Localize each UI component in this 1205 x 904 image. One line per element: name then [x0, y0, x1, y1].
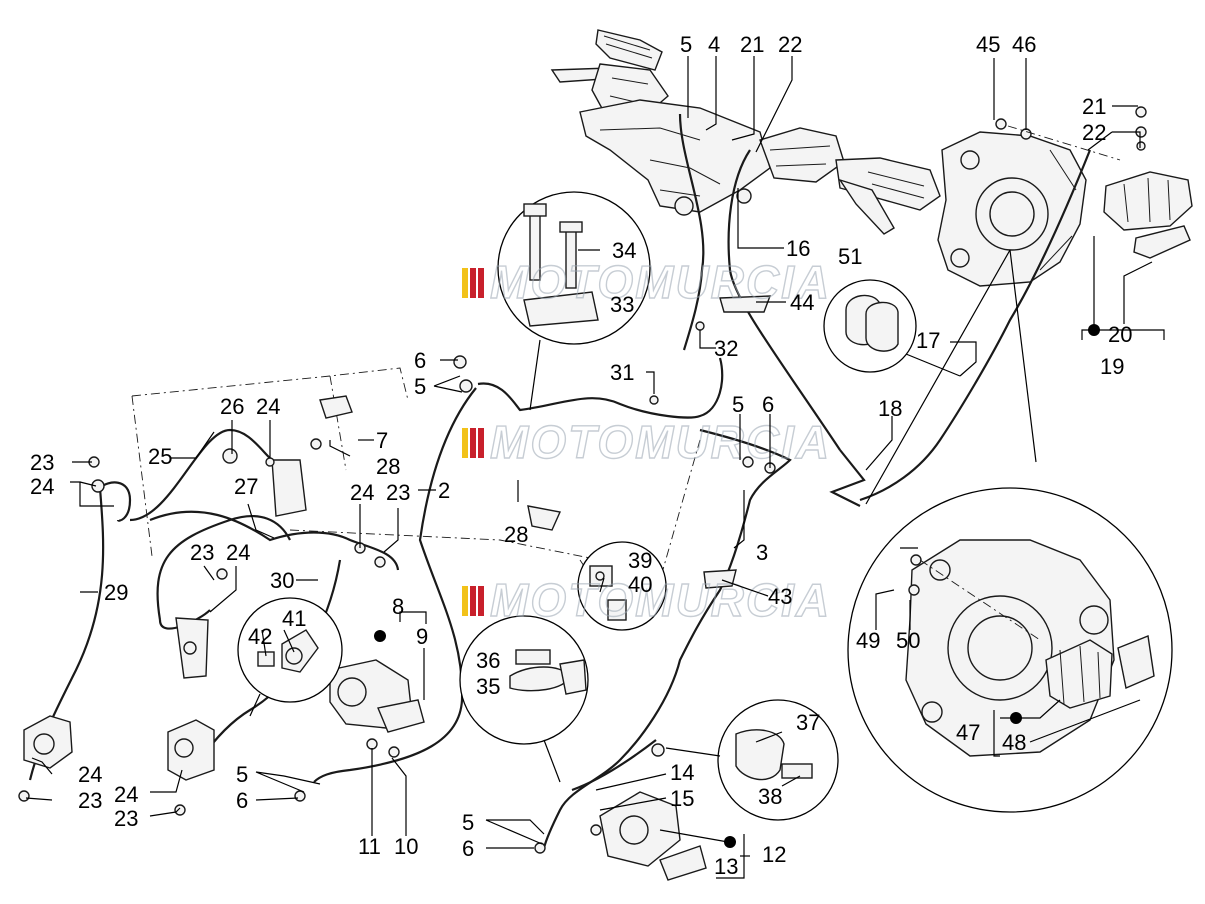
- part-label-8: 8: [392, 594, 404, 619]
- part-label-25: 25: [148, 444, 172, 469]
- part-label-22: 22: [778, 32, 802, 57]
- part-label-43: 43: [768, 584, 792, 609]
- part-label-3: 3: [756, 540, 768, 565]
- part-label-5: 5: [680, 32, 692, 57]
- assembly-dot-48: [1010, 712, 1022, 724]
- part-label-12: 12: [762, 842, 786, 867]
- detail-circle-sensor: [237, 597, 343, 717]
- part-label-9: 9: [416, 624, 428, 649]
- part-label-37: 37: [796, 710, 820, 735]
- watermark-text: MOTOMURCIA: [490, 256, 831, 308]
- watermark-bottom: MOTOMURCIA: [462, 573, 831, 627]
- part-label-16: 16: [786, 236, 810, 261]
- part-label-42: 42: [248, 624, 272, 649]
- part-label-14: 14: [670, 760, 694, 785]
- part-label-5-top: 5: [414, 374, 426, 399]
- part-label-24-bottom: 24: [78, 762, 102, 787]
- part-label-6-mid: 6: [762, 392, 774, 417]
- part-label-22b: 22: [1082, 120, 1106, 145]
- part-label-17: 17: [916, 328, 940, 353]
- part-labels: 5 4 21 22 45 46 21 22 20 19 16 17 51 44 …: [30, 32, 1132, 879]
- components: [18, 295, 776, 881]
- watermark-text: MOTOMURCIA: [490, 574, 831, 626]
- part-label-34: 34: [612, 238, 636, 263]
- part-label-5-mid: 5: [732, 392, 744, 417]
- part-label-23-center: 23: [386, 480, 410, 505]
- part-label-50: 50: [896, 628, 920, 653]
- part-label-7: 7: [376, 428, 388, 453]
- part-label-38: 38: [758, 784, 782, 809]
- part-label-36: 36: [476, 648, 500, 673]
- part-label-10: 10: [394, 834, 418, 859]
- part-label-51: 51: [838, 244, 862, 269]
- part-label-35: 35: [476, 674, 500, 699]
- part-label-6-bottom: 6: [462, 836, 474, 861]
- part-label-15: 15: [670, 786, 694, 811]
- part-label-32: 32: [714, 336, 738, 361]
- part-label-18: 18: [878, 396, 902, 421]
- detail-circle-caliper-mount: [847, 249, 1173, 813]
- part-label-48: 48: [1002, 730, 1026, 755]
- part-label-49: 49: [856, 628, 880, 653]
- part-label-24-left: 24: [30, 474, 54, 499]
- part-label-19: 19: [1100, 354, 1124, 379]
- assembly-dot-8: [374, 630, 386, 642]
- part-label-33: 33: [610, 292, 634, 317]
- part-label-28-top: 28: [376, 454, 400, 479]
- part-label-24-top: 24: [256, 394, 280, 419]
- part-label-13: 13: [714, 854, 738, 879]
- detail-circle-clamp: [459, 615, 589, 783]
- part-label-21b: 21: [1082, 94, 1106, 119]
- part-label-6-top: 6: [414, 348, 426, 373]
- part-label-23-sensor: 23: [190, 540, 214, 565]
- part-label-26: 26: [220, 394, 244, 419]
- assembly-dot-19: [1088, 324, 1100, 336]
- leader-lines: [25, 56, 1165, 879]
- detail-circle-screw: [577, 541, 667, 631]
- part-label-45: 45: [976, 32, 1000, 57]
- part-label-30: 30: [270, 568, 294, 593]
- part-label-6-left: 6: [236, 788, 248, 813]
- part-label-47: 47: [956, 720, 980, 745]
- part-label-23-left: 23: [30, 450, 54, 475]
- part-label-31: 31: [610, 360, 634, 385]
- part-label-24-bottom2: 24: [114, 782, 138, 807]
- part-label-41: 41: [282, 606, 306, 631]
- part-label-27: 27: [234, 474, 258, 499]
- detail-circle-clip: [823, 279, 961, 377]
- part-label-21: 21: [740, 32, 764, 57]
- watermark-text: MOTOMURCIA: [490, 416, 831, 468]
- watermark-group: MOTOMURCIA MOTOMURCIA MOTOMURCIA: [462, 255, 831, 627]
- part-label-20: 20: [1108, 322, 1132, 347]
- part-label-4: 4: [708, 32, 720, 57]
- watermark-top: MOTOMURCIA: [462, 255, 831, 309]
- part-label-11: 11: [358, 834, 381, 859]
- part-label-46: 46: [1012, 32, 1036, 57]
- detail-circle-bracket: [665, 699, 839, 821]
- part-label-24-sensor: 24: [226, 540, 250, 565]
- part-label-23-bottom2: 23: [114, 806, 138, 831]
- part-label-2: 2: [438, 478, 450, 503]
- assembly-dot-12: [724, 836, 736, 848]
- part-label-5-bottom: 5: [462, 810, 474, 835]
- part-label-40: 40: [628, 572, 652, 597]
- detail-circle-bolts: [497, 191, 651, 411]
- part-label-39: 39: [628, 548, 652, 573]
- part-label-5-left: 5: [236, 762, 248, 787]
- part-label-29: 29: [104, 580, 128, 605]
- part-label-24-center: 24: [350, 480, 374, 505]
- part-label-23-bottom: 23: [78, 788, 102, 813]
- part-label-28-mid: 28: [504, 522, 528, 547]
- rear-caliper-mount: [937, 106, 1193, 287]
- handlebar-assembly: [550, 29, 941, 235]
- watermark-middle: MOTOMURCIA: [462, 415, 831, 469]
- part-label-44: 44: [790, 290, 814, 315]
